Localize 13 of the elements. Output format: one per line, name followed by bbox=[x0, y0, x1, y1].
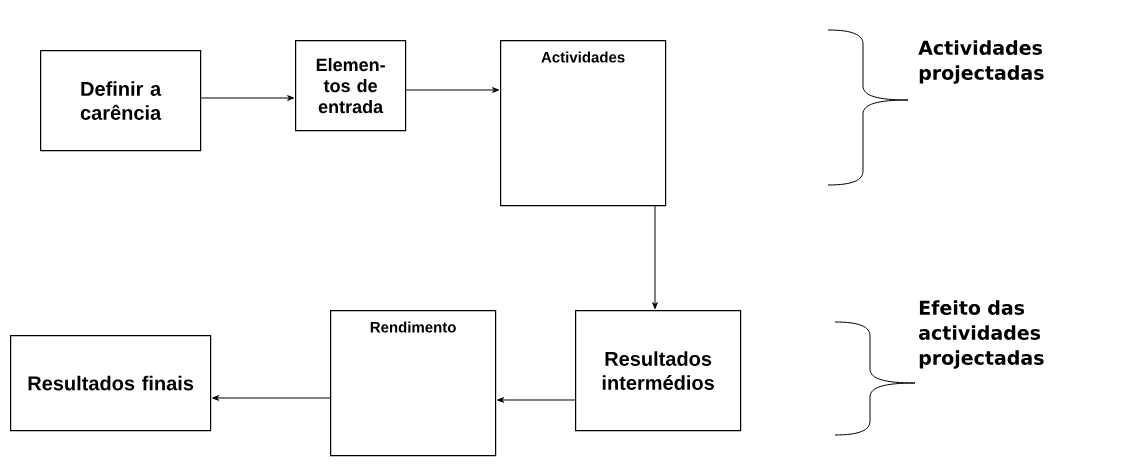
arrow bbox=[405, 87, 500, 93]
arrow bbox=[200, 95, 295, 101]
process-box: Definir a carência bbox=[40, 50, 202, 152]
process-box: Resultados intermédios bbox=[575, 310, 742, 432]
process-box: Actividades bbox=[500, 40, 667, 207]
arrow bbox=[652, 205, 658, 310]
side-label: Efeito das actividades projectadas bbox=[919, 300, 1044, 369]
process-box: Elemen-tos de entrada bbox=[295, 40, 407, 132]
arrow bbox=[497, 397, 576, 403]
process-box: Resultados finais bbox=[10, 335, 212, 432]
process-box: Rendimento bbox=[330, 310, 497, 457]
arrow bbox=[212, 395, 331, 401]
side-label: Actividades projectadas bbox=[918, 40, 1044, 84]
